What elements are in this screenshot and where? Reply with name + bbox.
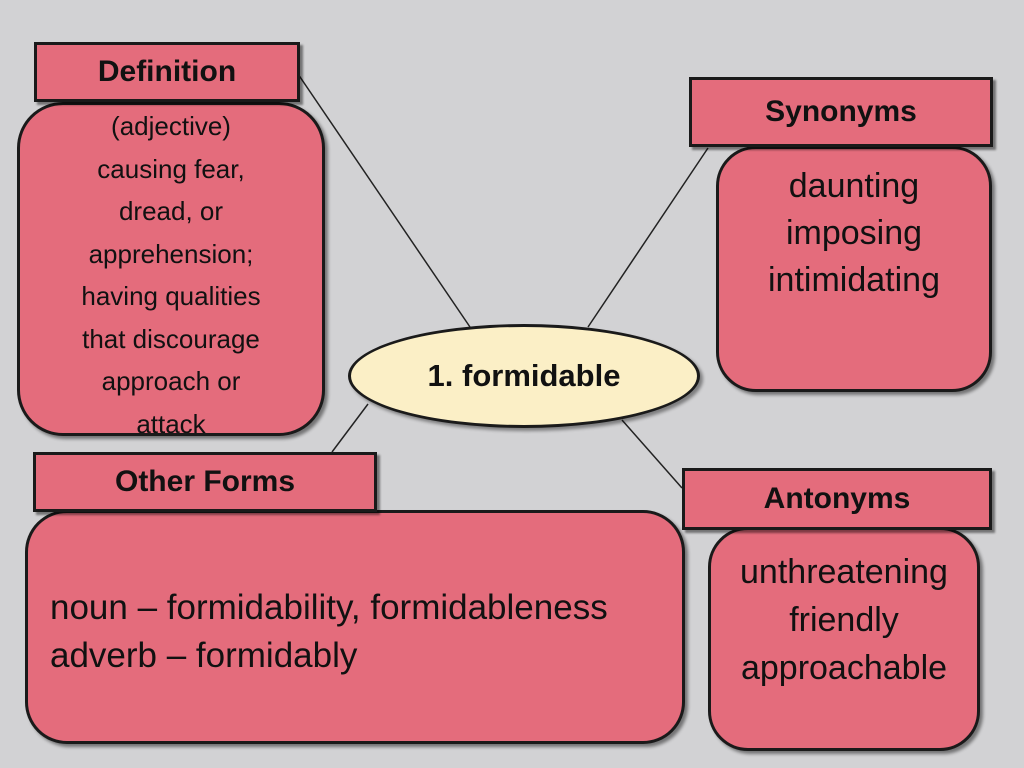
synonym-item: imposing — [785, 214, 923, 252]
synonyms-title: Synonyms — [689, 77, 993, 147]
antonym-item: friendly — [789, 601, 899, 639]
synonym-item: daunting — [788, 167, 920, 205]
connector-definition — [297, 73, 471, 328]
synonym-item: intimidating — [768, 261, 940, 299]
connector-antonyms — [621, 419, 683, 489]
definition-line: dread, or — [118, 196, 224, 226]
definition-line: apprehension; — [88, 238, 254, 269]
definition-line: that discourage — [82, 323, 260, 354]
definition-line: causing fear, — [97, 153, 245, 184]
antonyms-box: unthreatening friendly approachable — [708, 527, 980, 751]
center-word-ellipse: 1. formidable — [348, 324, 700, 428]
definition-box: (adjective) causing fear, dread, or appr… — [17, 102, 325, 436]
other-forms-box: noun – formidability, formidableness adv… — [25, 510, 685, 744]
definition-line: approach or — [101, 366, 241, 396]
definition-line: (adjective) — [111, 111, 231, 141]
antonym-item: unthreatening — [740, 553, 948, 591]
antonyms-title: Antonyms — [682, 468, 992, 530]
antonym-item: approachable — [740, 649, 948, 687]
definition-line: attack — [136, 408, 206, 436]
other-form-item: noun – formidability, formidableness — [50, 588, 608, 627]
definition-title: Definition — [34, 42, 300, 102]
other-forms-title: Other Forms — [33, 452, 377, 512]
other-form-item: adverb – formidably — [50, 636, 358, 675]
synonyms-box: daunting imposing intimidating — [716, 146, 992, 392]
definition-line: having qualities — [81, 281, 261, 311]
center-word: 1. formidable — [427, 358, 621, 393]
connector-synonyms — [587, 147, 709, 328]
connector-other-forms — [331, 403, 369, 453]
